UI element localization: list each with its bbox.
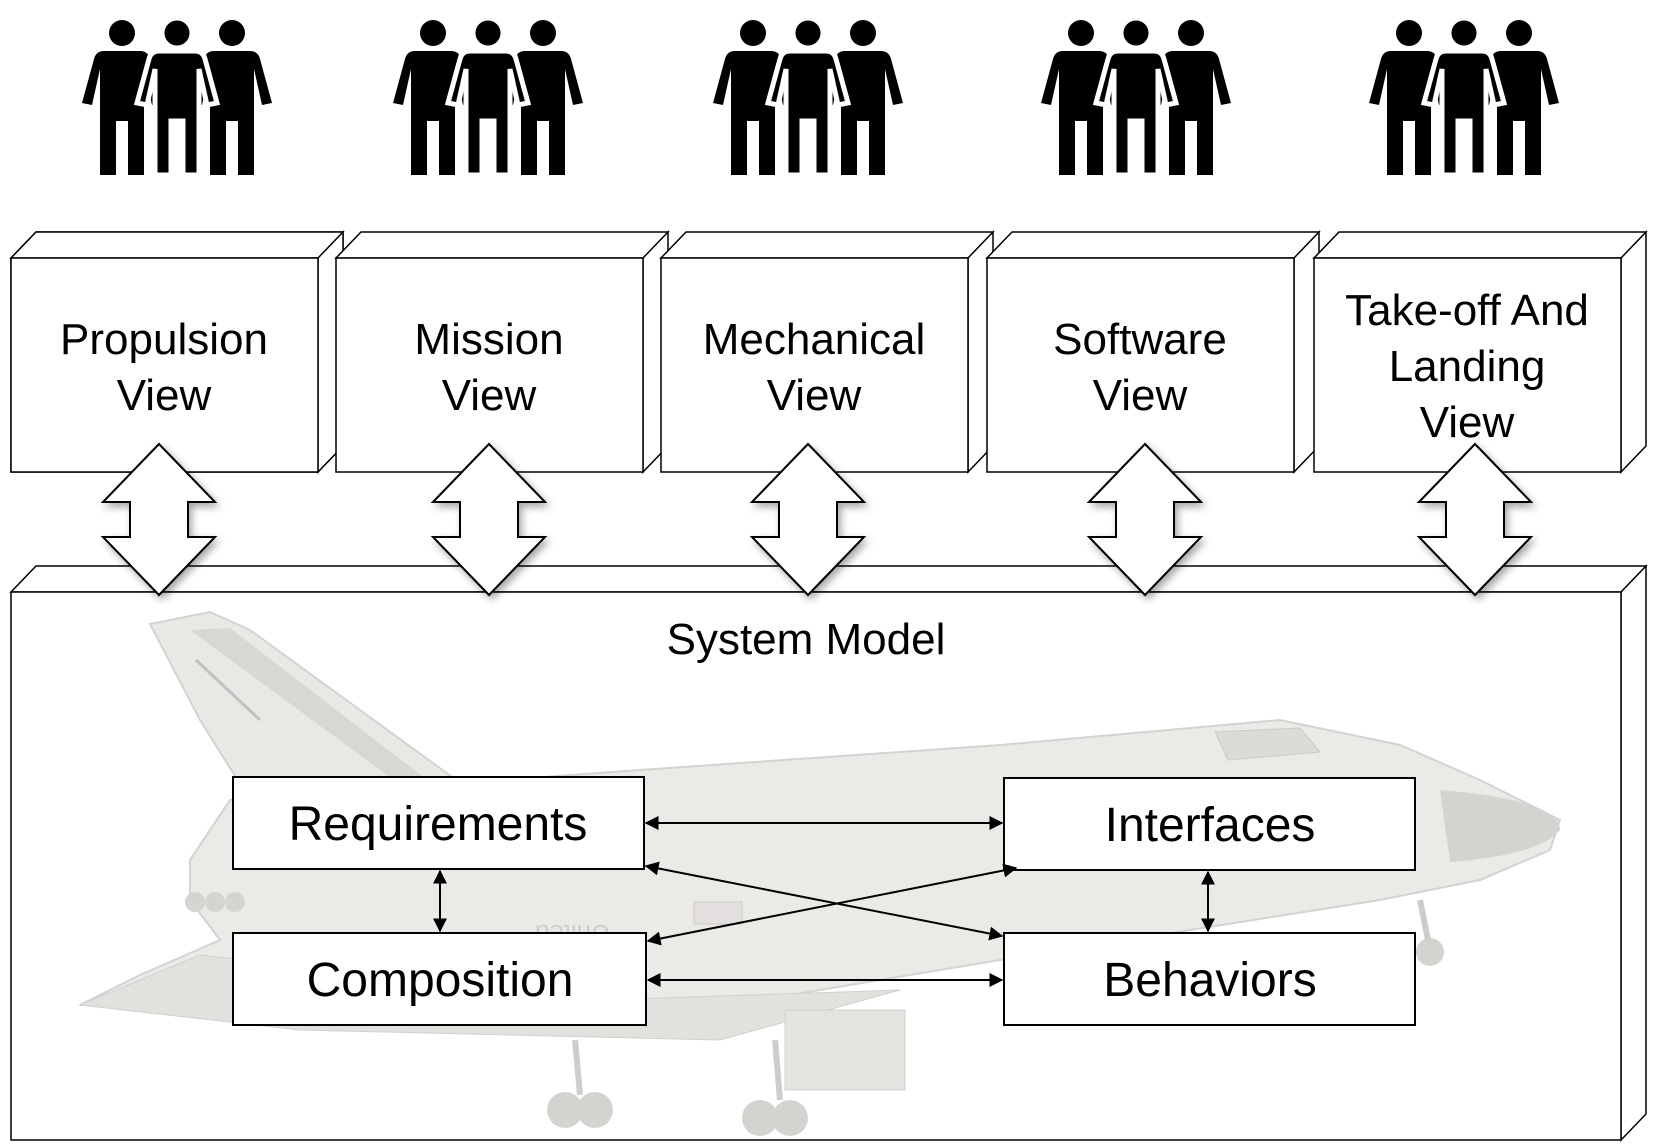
view-model-arrows bbox=[100, 442, 1534, 597]
behaviors-label: Behaviors bbox=[1103, 954, 1316, 1007]
double-arrow-icon bbox=[749, 442, 867, 597]
people-group-icon bbox=[393, 19, 583, 175]
people-group-icon bbox=[1369, 19, 1559, 175]
view-label-line: Software bbox=[1053, 315, 1227, 364]
view-box: Take-off And Landing View bbox=[1312, 230, 1648, 474]
view-label-line: Propulsion bbox=[60, 315, 268, 364]
view-label-line: View bbox=[767, 371, 862, 420]
interfaces-label: Interfaces bbox=[1105, 799, 1316, 852]
stakeholders bbox=[82, 19, 1559, 175]
view-label-line: View bbox=[442, 371, 537, 420]
people-group-icon bbox=[1041, 19, 1231, 175]
relationship-arrows bbox=[433, 816, 1215, 987]
composition-box: Composition bbox=[232, 932, 647, 1026]
double-arrow-icon bbox=[100, 442, 218, 597]
people-group-icon bbox=[82, 19, 272, 175]
composition-label: Composition bbox=[307, 954, 574, 1007]
double-arrow-icon bbox=[1416, 442, 1534, 597]
view-box: Propulsion View bbox=[9, 230, 345, 474]
requirements-box: Requirements bbox=[232, 776, 645, 870]
view-label-line: View bbox=[1093, 371, 1188, 420]
people-group-icon bbox=[713, 19, 903, 175]
view-label-line: Mechanical bbox=[703, 315, 926, 364]
double-arrow-icon bbox=[1086, 442, 1204, 597]
requirements-label: Requirements bbox=[289, 798, 588, 851]
view-box: Software View bbox=[985, 230, 1321, 474]
view-label-line: View bbox=[1420, 398, 1515, 447]
view-label-line: Landing bbox=[1389, 342, 1546, 391]
view-box: Mechanical View bbox=[659, 230, 995, 474]
view-label-line: View bbox=[117, 371, 212, 420]
double-arrow-icon bbox=[430, 442, 548, 597]
interfaces-box: Interfaces bbox=[1003, 777, 1416, 871]
arrow-composition-interfaces bbox=[646, 863, 1018, 946]
behaviors-box: Behaviors bbox=[1003, 932, 1416, 1026]
system-model-title: System Model bbox=[667, 615, 946, 664]
view-label-line: Take-off And bbox=[1345, 286, 1589, 335]
view-box: Mission View bbox=[334, 230, 670, 474]
view-label-line: Mission bbox=[414, 315, 563, 364]
